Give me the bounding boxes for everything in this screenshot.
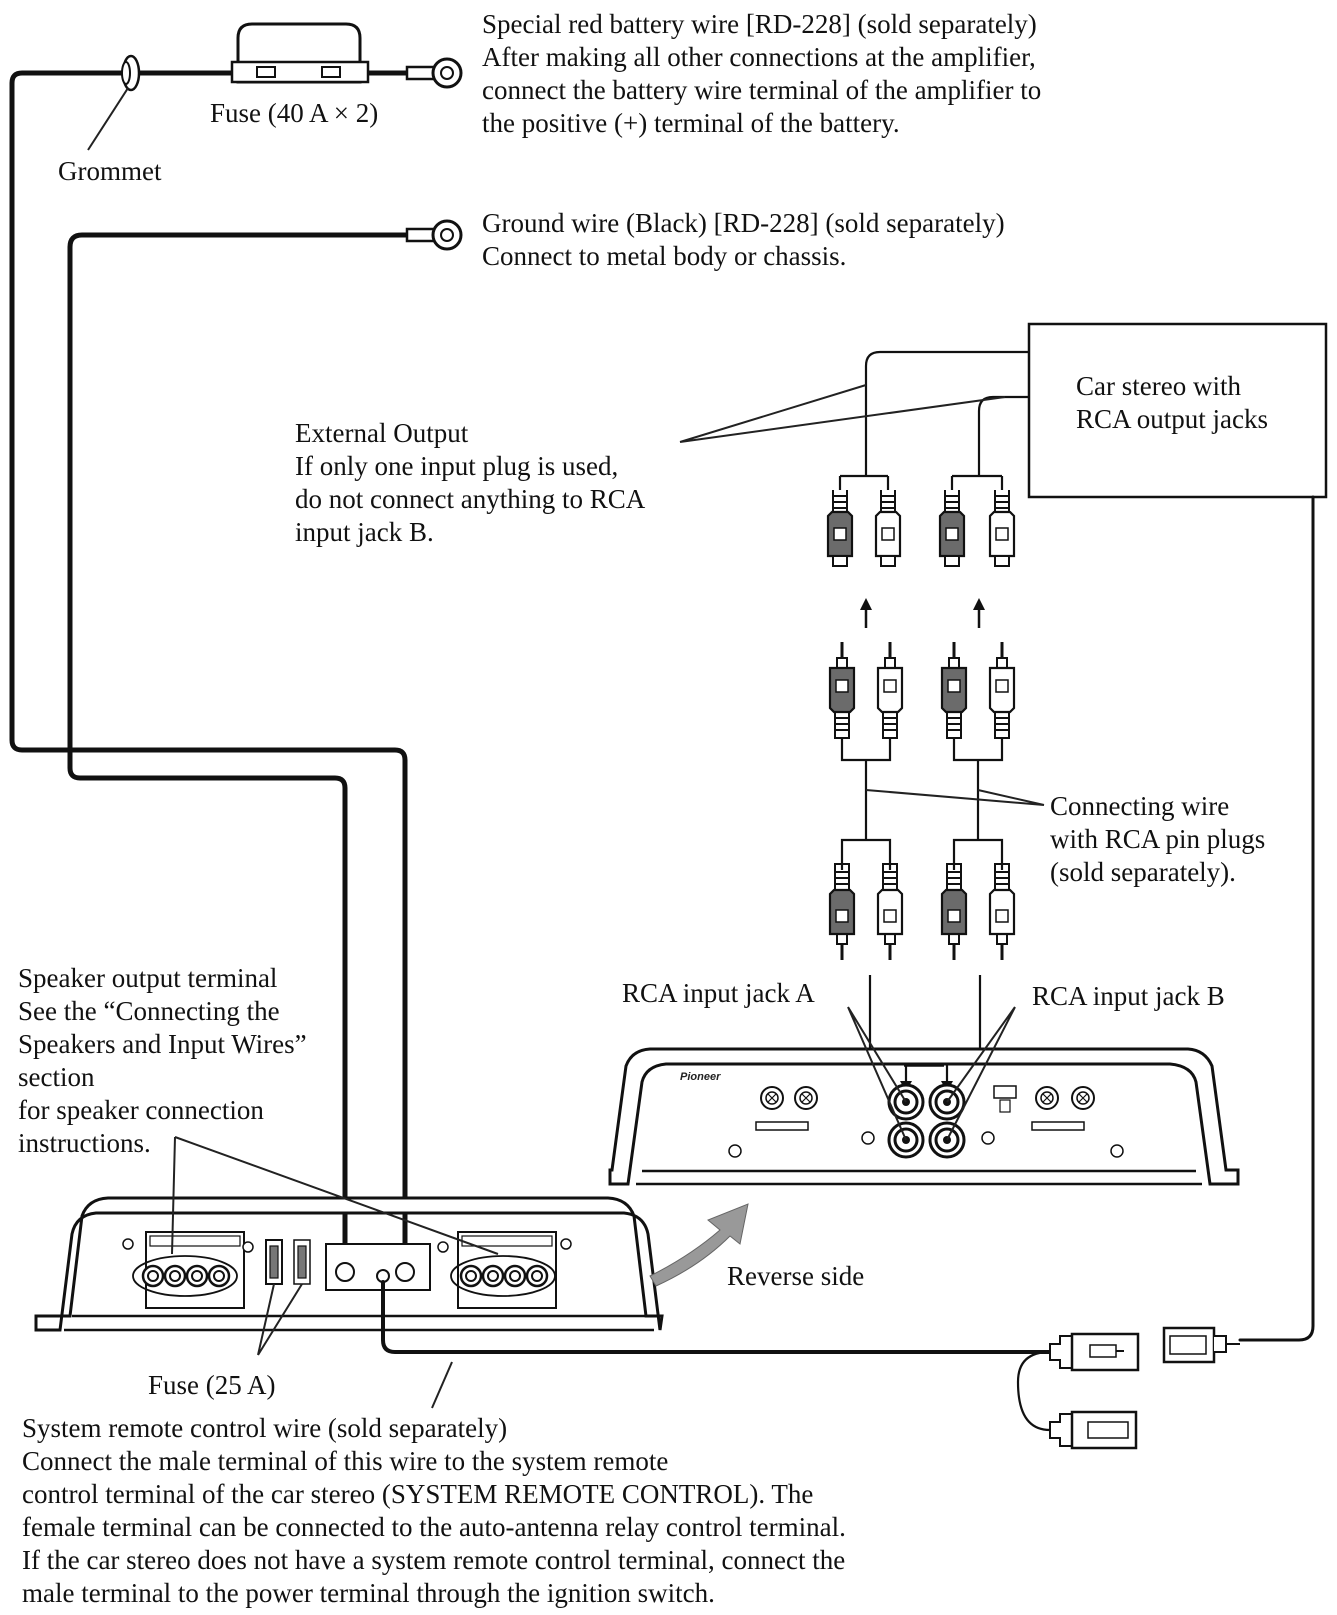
connecting-wire-line: Connecting wire [1050,791,1230,821]
rca-jack-leaders [847,1006,1016,1141]
car-stereo-box [1027,322,1328,499]
fuse-40a-label: Fuse (40 A × 2) [210,98,379,128]
remote-wire-line: If the car stereo does not have a system… [22,1545,846,1575]
connecting-wire-upper-plugs [828,640,1016,740]
car-stereo-label: Car stereo with RCA output jacks [1076,370,1268,436]
connecting-wire-label: Connecting wire with RCA pin plugs (sold… [1050,790,1265,889]
remote-wire-line: male terminal to the power terminal thro… [22,1578,715,1608]
speaker-output-line: Speakers and Input Wires” [18,1029,307,1059]
stereo-rca-plugs [826,488,1016,568]
label-leaders [87,87,1045,806]
reverse-side-label: Reverse side [727,1261,865,1291]
rca-input-jack-b-label: RCA input jack B [1032,981,1225,1011]
grommet [121,54,141,92]
speaker-output-line: section [18,1062,95,1092]
svg-text:Pioneer: Pioneer [680,1071,721,1083]
reverse-side-arrow [649,1203,749,1287]
battery-wire-line: Special red battery wire [RD-228] (sold … [482,9,1037,39]
fuse-holder-40a [230,22,370,84]
remote-wire-line: Connect the male terminal of this wire t… [22,1446,669,1476]
battery-wire-line: After making all other connections at th… [482,42,1036,72]
car-stereo-line: RCA output jacks [1076,404,1269,434]
battery-wire [9,70,410,1248]
external-output-line: External Output [295,418,469,448]
ground-ring-terminal [405,219,463,251]
fuse-25a-leaders [257,1283,303,1356]
speaker-output-label: Speaker output terminal See the “Connect… [18,962,307,1160]
connecting-wire-line: with RCA pin plugs [1050,824,1266,854]
jack-insertion-lines [868,975,982,1092]
insert-arrows [860,598,985,628]
external-output-line: If only one input plug is used, [295,451,619,481]
grommet-label: Grommet [58,156,162,186]
rca-input-jack-a-label: RCA input jack A [622,978,815,1008]
speaker-output-line: for speaker connection [18,1095,264,1125]
ground-wire-label: Ground wire (Black) [RD-228] (sold separ… [482,207,1005,273]
external-output-line: do not connect anything to RCA [295,484,646,514]
remote-wire-line: System remote control wire (sold separat… [22,1413,508,1443]
battery-ring-terminal [405,57,463,89]
remote-wire-line: female terminal can be connected to the … [22,1512,846,1542]
connecting-wire-lower-plugs [828,862,1016,962]
battery-wire-label: Special red battery wire [RD-228] (sold … [482,8,1041,140]
remote-wire-label: System remote control wire (sold separat… [22,1412,846,1610]
external-output-line: input jack B. [295,517,434,547]
stereo-remote-terminal [1162,1326,1240,1364]
speaker-output-line: See the “Connecting the [18,996,280,1026]
remote-control-wire [381,1280,1052,1432]
connecting-wire-cables [840,738,1004,870]
amplifier-front-side [34,1196,664,1332]
ground-wire [67,232,410,1248]
speaker-output-leaders [171,1136,499,1255]
ground-wire-line: Connect to metal body or chassis. [482,241,847,271]
remote-female-terminal [1049,1410,1138,1450]
fuse-25a-label: Fuse (25 A) [148,1370,276,1400]
battery-wire-line: the positive (+) terminal of the battery… [482,108,900,138]
remote-male-terminal [1049,1332,1140,1372]
remote-wire-line: control terminal of the car stereo (SYST… [22,1479,814,1509]
ground-wire-line: Ground wire (Black) [RD-228] (sold separ… [482,208,1005,238]
speaker-output-line: Speaker output terminal [18,963,278,993]
speaker-output-line: instructions. [18,1128,151,1158]
amplifier-reverse-side: Pioneer [608,1047,1240,1186]
connecting-wire-line: (sold separately). [1050,857,1236,887]
car-stereo-line: Car stereo with [1076,371,1241,401]
external-output-label: External Output If only one input plug i… [295,417,645,549]
battery-wire-line: connect the battery wire terminal of the… [482,75,1042,105]
